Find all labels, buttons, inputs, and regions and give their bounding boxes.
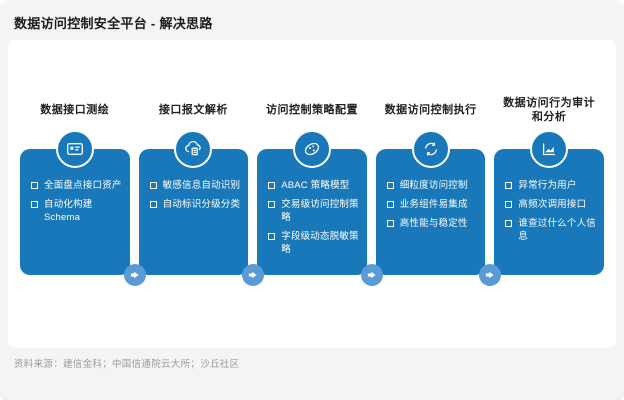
list-item: 自动化构建Schema [29, 198, 124, 224]
step-column-4: 数据访问控制执行 细粒度访问控制 业务组件易集成 高性能与稳定性 [375, 92, 502, 286]
list-item: 全面盘点接口资产 [29, 179, 124, 192]
square-bullet-icon [386, 200, 394, 208]
source-note: 资料来源：建信金科；中国信通院云大所；沙丘社区 [14, 359, 240, 370]
list-item: ABAC 策略模型 [266, 179, 361, 192]
step-card: 细粒度访问控制 业务组件易集成 高性能与稳定性 [375, 149, 502, 286]
square-bullet-icon [149, 181, 157, 189]
square-bullet-icon [31, 181, 38, 189]
step-header: 访问控制策略配置 [265, 104, 358, 117]
step-column-2: 接口报文解析 敏感信息自动识别 自动标识分级分类 [138, 92, 265, 286]
square-bullet-icon [505, 200, 513, 208]
list-item: 交易级访问控制策略 [266, 198, 361, 224]
square-bullet-icon [149, 200, 157, 208]
flow-arrow-icon [360, 264, 383, 286]
list-item: 自动标识分级分类 [148, 198, 243, 211]
list-item: 异常行为用户 [503, 179, 598, 192]
step-column-3: 访问控制策略配置 ABAC 策略模型 交易级访问控制策略 字段级动态脱敏策略 [257, 92, 383, 286]
list-item: 谁查过什么个人信息 [503, 217, 598, 243]
square-bullet-icon [268, 181, 276, 189]
cycle-arrows-icon [411, 130, 450, 168]
square-bullet-icon [31, 200, 38, 208]
content-panel: 数据接口测绘 全面盘点接口资产 自动化构建Schema [8, 40, 616, 348]
square-bullet-icon [268, 232, 276, 240]
step-card: ABAC 策略模型 交易级访问控制策略 字段级动态脱敏策略 [257, 149, 383, 286]
step-card: 异常行为用户 高频次调用接口 谁查过什么个人信息 [494, 149, 604, 275]
step-card: 敏感信息自动识别 自动标识分级分类 [138, 149, 265, 286]
flow-arrow-icon [479, 264, 502, 286]
list-item: 细粒度访问控制 [385, 179, 480, 192]
square-bullet-icon [505, 181, 513, 189]
list-item: 敏感信息自动识别 [148, 179, 243, 192]
page-title: 数据访问控制安全平台 - 解决思路 [14, 16, 213, 31]
square-bullet-icon [505, 219, 513, 227]
list-item: 高性能与稳定性 [385, 217, 480, 230]
id-card-icon [55, 130, 94, 168]
step-header: 数据访问控制执行 [384, 104, 477, 117]
square-bullet-icon [386, 219, 394, 227]
step-column-5: 数据访问行为审计和分析 异常行为用户 高频次调用接口 谁查过什么个人信息 [494, 92, 604, 275]
list-item: 字段级动态脱敏策略 [266, 230, 361, 256]
step-header: 接口报文解析 [158, 104, 228, 117]
policy-globe-icon [292, 130, 331, 168]
square-bullet-icon [268, 200, 276, 208]
flow-arrow-icon [242, 264, 265, 286]
area-chart-icon [530, 130, 569, 168]
cloud-document-icon [174, 130, 213, 168]
square-bullet-icon [386, 181, 394, 189]
steps-row: 数据接口测绘 全面盘点接口资产 自动化构建Schema [8, 40, 616, 286]
list-item: 高频次调用接口 [503, 198, 598, 211]
flow-arrow-icon [123, 264, 146, 286]
step-card: 全面盘点接口资产 自动化构建Schema [20, 149, 146, 286]
step-column-1: 数据接口测绘 全面盘点接口资产 自动化构建Schema [20, 92, 146, 286]
step-header: 数据接口测绘 [40, 104, 110, 117]
list-item: 业务组件易集成 [385, 198, 480, 211]
step-header: 数据访问行为审计和分析 [503, 97, 596, 123]
